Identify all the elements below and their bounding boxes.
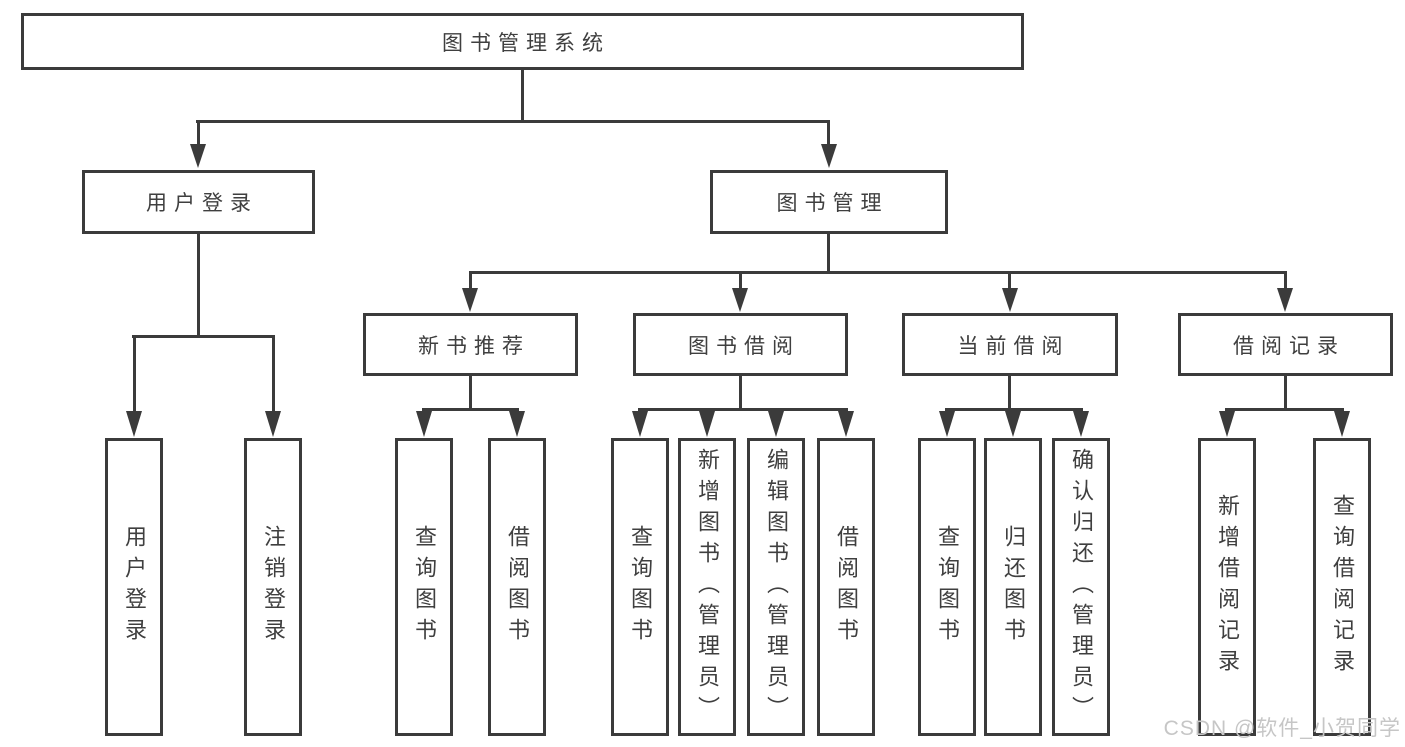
arrow-down-icon: [190, 144, 206, 168]
connector-line: [272, 338, 275, 412]
node-book-borrowing: 图书借阅: [633, 313, 848, 376]
connector-line: [197, 234, 200, 337]
connector-line: [521, 70, 524, 122]
node-new-book-recommendation: 新书推荐: [363, 313, 578, 376]
arrow-down-icon: [939, 411, 955, 437]
leaf-add-book-admin: 新增图书（管理员）: [678, 438, 736, 736]
leaf-return-books: 归还图书: [984, 438, 1042, 736]
leaf-borrow-books-borrowing: 借阅图书: [817, 438, 875, 736]
leaf-query-books-current: 查询图书: [918, 438, 976, 736]
node-label: 新书推荐: [418, 334, 530, 358]
node-label: 新增借阅记录: [1215, 494, 1240, 680]
arrow-down-icon: [838, 411, 854, 437]
arrow-down-icon: [632, 411, 648, 437]
node-current-borrowing: 当前借阅: [902, 313, 1118, 376]
arrow-down-icon: [1073, 411, 1089, 437]
arrow-down-icon: [821, 144, 837, 168]
node-label: 借阅图书: [505, 525, 530, 649]
node-label: 确认归还（管理员）: [1069, 447, 1094, 727]
connector-line: [739, 274, 742, 289]
connector-line: [739, 376, 742, 410]
arrow-down-icon: [509, 411, 525, 437]
connector-line: [638, 408, 848, 411]
arrow-down-icon: [1005, 411, 1021, 437]
arrow-down-icon: [462, 288, 478, 312]
arrow-down-icon: [699, 411, 715, 437]
connector-line: [1284, 274, 1287, 289]
connector-line: [827, 123, 830, 144]
node-label: 新增图书（管理员）: [695, 447, 720, 727]
leaf-logout: 注销登录: [244, 438, 302, 736]
node-label: 图书管理系统: [442, 31, 610, 55]
arrow-down-icon: [126, 411, 142, 437]
connector-line: [1008, 274, 1011, 289]
arrow-down-icon: [768, 411, 784, 437]
connector-line: [469, 376, 472, 410]
connector-line: [133, 338, 136, 412]
node-user-login: 用户登录: [82, 170, 315, 234]
arrow-down-icon: [416, 411, 432, 437]
node-label: 归还图书: [1001, 525, 1026, 649]
arrow-down-icon: [1002, 288, 1018, 312]
node-label: 注销登录: [261, 525, 286, 649]
leaf-query-borrow-record: 查询借阅记录: [1313, 438, 1371, 736]
leaf-confirm-return-admin: 确认归还（管理员）: [1052, 438, 1110, 736]
connector-line: [132, 335, 275, 338]
leaf-user-login: 用户登录: [105, 438, 163, 736]
arrow-down-icon: [1277, 288, 1293, 312]
node-label: 借阅记录: [1233, 334, 1345, 358]
connector-line: [196, 120, 830, 123]
connector-line: [197, 123, 200, 144]
node-library-system: 图书管理系统: [21, 13, 1024, 70]
leaf-query-books-recommend: 查询图书: [395, 438, 453, 736]
node-label: 编辑图书（管理员）: [764, 447, 789, 727]
node-label: 用户登录: [146, 192, 258, 215]
arrow-down-icon: [1219, 411, 1235, 437]
node-label: 查询图书: [628, 525, 653, 649]
node-label: 当前借阅: [957, 334, 1070, 358]
node-label: 用户登录: [122, 525, 147, 649]
connector-line: [422, 408, 519, 411]
leaf-query-books-borrowing: 查询图书: [611, 438, 669, 736]
leaf-edit-book-admin: 编辑图书（管理员）: [747, 438, 805, 736]
node-borrowing-records: 借阅记录: [1178, 313, 1393, 376]
arrow-down-icon: [265, 411, 281, 437]
watermark-text: CSDN @软件_小贺同学: [1163, 717, 1401, 740]
arrow-down-icon: [732, 288, 748, 312]
connector-line: [1008, 376, 1011, 410]
connector-line: [1225, 408, 1344, 411]
connector-line: [469, 271, 1287, 274]
node-label: 查询图书: [935, 525, 960, 649]
connector-line: [827, 234, 830, 273]
leaf-add-borrow-record: 新增借阅记录: [1198, 438, 1256, 736]
node-book-management: 图书管理: [710, 170, 948, 234]
connector-line: [469, 274, 472, 289]
node-label: 查询借阅记录: [1330, 494, 1355, 680]
node-label: 借阅图书: [834, 525, 859, 649]
node-label: 查询图书: [412, 525, 437, 649]
arrow-down-icon: [1334, 411, 1350, 437]
node-label: 图书管理: [776, 192, 889, 215]
leaf-borrow-books-recommend: 借阅图书: [488, 438, 546, 736]
connector-line: [945, 408, 1083, 411]
connector-line: [1284, 376, 1287, 410]
node-label: 图书借阅: [688, 334, 800, 358]
